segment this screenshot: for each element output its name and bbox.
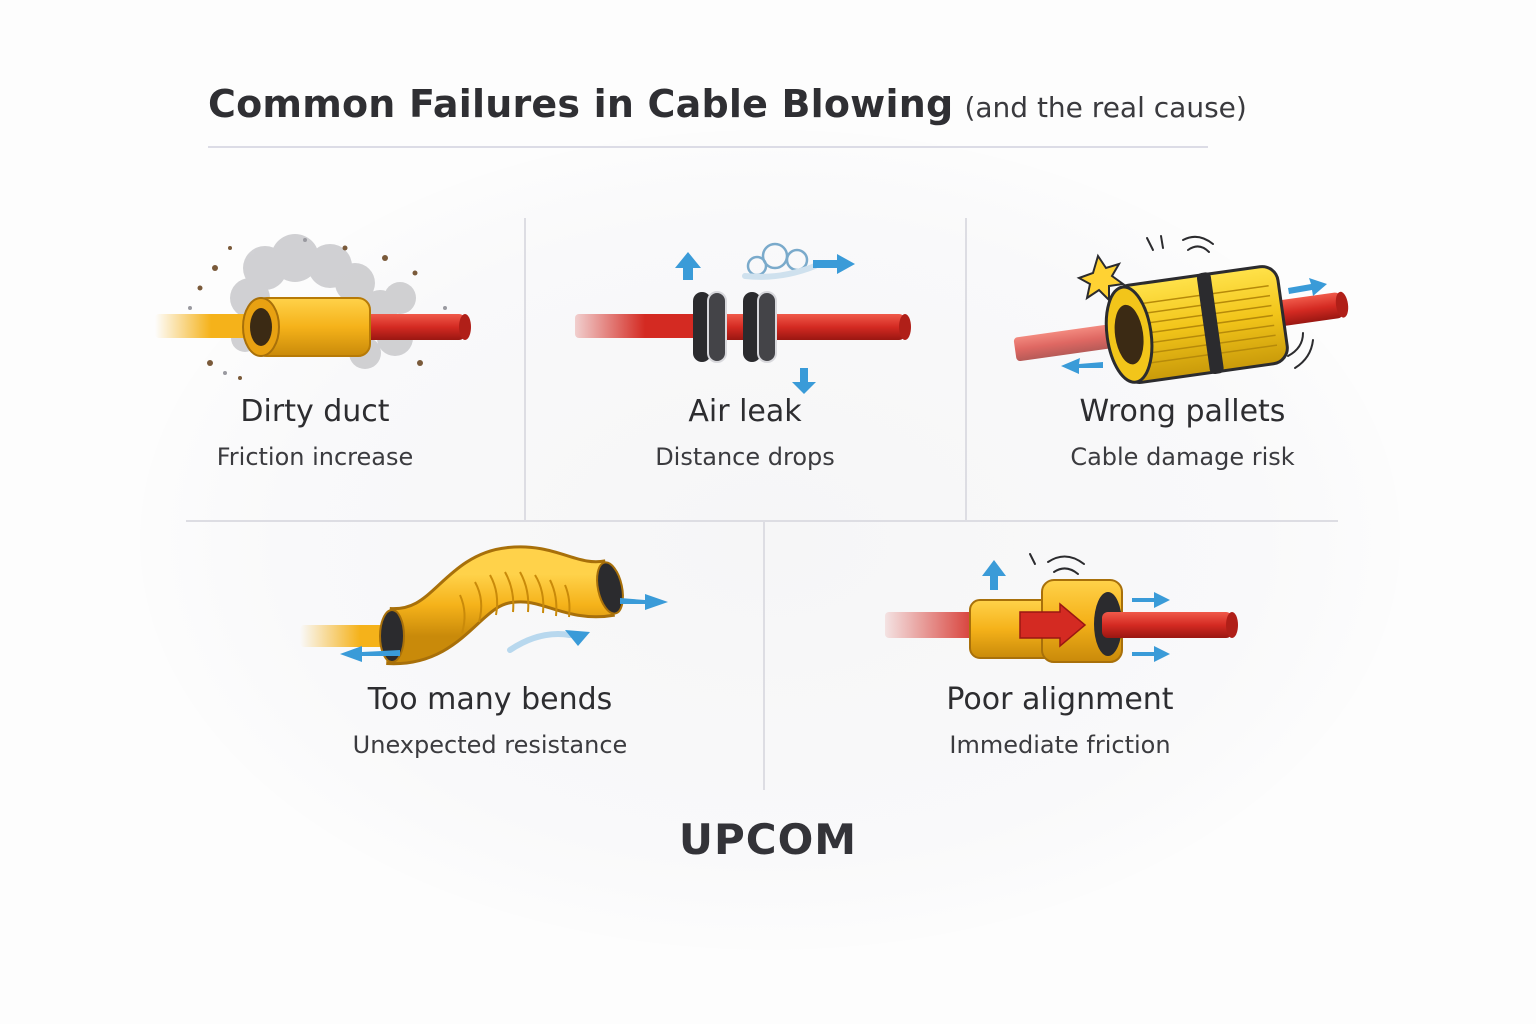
grid-divider	[186, 520, 1338, 522]
failure-card-dirty-duct: Dirty duct Friction increase	[150, 228, 480, 471]
failure-title: Wrong pallets	[1079, 394, 1286, 429]
failure-description: Friction increase	[216, 443, 414, 471]
page-header: Common Failures in Cable Blowing (and th…	[208, 82, 1247, 126]
title-underline	[208, 146, 1208, 148]
wrong-pallets-icon	[1013, 235, 1348, 384]
failure-title: Too many bends	[367, 682, 613, 717]
failure-description: Cable damage risk	[1070, 443, 1295, 471]
grid-divider	[524, 218, 526, 520]
failure-description: Distance drops	[655, 443, 835, 471]
failure-title: Air leak	[688, 394, 802, 429]
failure-title: Dirty duct	[240, 394, 390, 429]
grid-divider	[763, 522, 765, 790]
poor-alignment-icon	[885, 553, 1238, 663]
brand-logo-text: UPCOM	[678, 815, 858, 864]
dirty-duct-icon	[155, 234, 471, 380]
failure-card-wrong-pallets: Wrong pallets Cable damage risk	[1010, 228, 1355, 471]
failure-description: Unexpected resistance	[352, 731, 628, 759]
failure-title: Poor alignment	[946, 682, 1174, 717]
too-many-bends-icon	[300, 545, 668, 666]
page-subtitle: (and the real cause)	[964, 91, 1247, 124]
grid-divider	[965, 218, 967, 520]
failure-card-too-many-bends: Too many bends Unexpected resistance	[290, 540, 690, 759]
failure-description: Immediate friction	[949, 731, 1171, 759]
page-title: Common Failures in Cable Blowing	[208, 82, 954, 126]
failure-card-poor-alignment: Poor alignment Immediate friction	[870, 540, 1250, 759]
air-leak-icon	[575, 242, 911, 394]
failure-card-air-leak: Air leak Distance drops	[565, 228, 925, 471]
